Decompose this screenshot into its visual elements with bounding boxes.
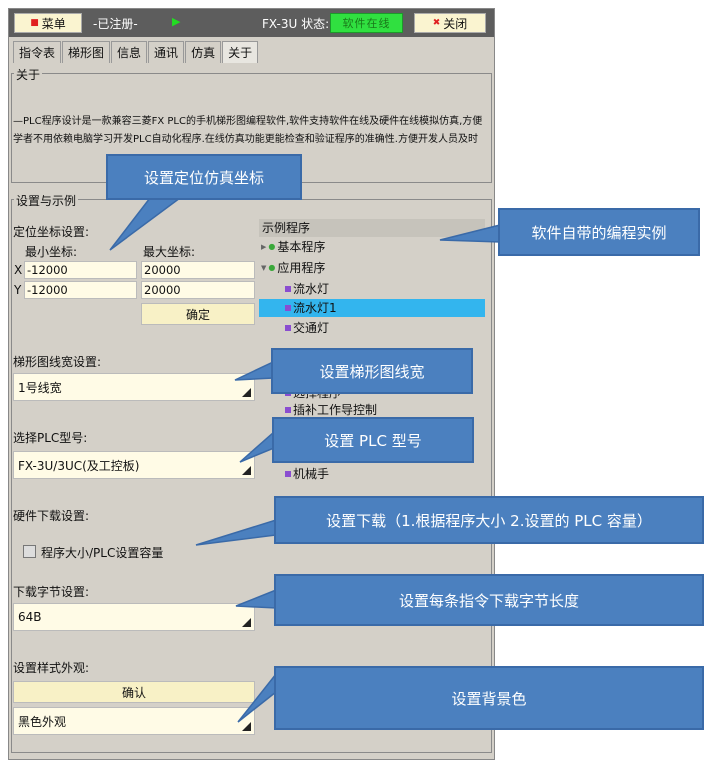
callout-download: 设置下载（1.根据程序大小 2.设置的 PLC 容量）	[274, 496, 704, 544]
callout-coord: 设置定位仿真坐标	[106, 154, 302, 200]
about-text: —PLC程序设计是一款兼容三菱FX PLC的手机梯形图编程软件,软件支持软件在线…	[13, 116, 483, 145]
dropdown-arrow-icon	[242, 722, 251, 731]
y-max-input[interactable]: 20000	[141, 281, 255, 299]
x-max-input[interactable]: 20000	[141, 261, 255, 279]
tree-item-label: 流水灯1	[293, 301, 337, 315]
style-title: 设置样式外观:	[13, 661, 90, 675]
x-min-input[interactable]: -12000	[24, 261, 137, 279]
coord-confirm-button[interactable]: 确定	[141, 303, 255, 325]
tab-ladder[interactable]: 梯形图	[62, 41, 111, 63]
callout-plc-model: 设置 PLC 型号	[272, 417, 474, 463]
y-label: Y	[14, 283, 22, 297]
tree-item-label: 插补工作导控制	[293, 403, 378, 417]
callout-examples-text: 软件自带的编程实例	[531, 223, 667, 242]
tree-item-flowing-light[interactable]: 流水灯	[285, 280, 329, 298]
download-bytes-value: 64B	[18, 610, 42, 624]
registration-status: -已注册-	[93, 17, 138, 31]
menu-icon: ■	[30, 18, 39, 28]
callout-line-width: 设置梯形图线宽	[271, 348, 473, 394]
file-icon	[285, 471, 291, 477]
style-confirm-button[interactable]: 确认	[13, 681, 255, 703]
settings-title: 设置与示例	[14, 192, 79, 209]
tree-item-label: 应用程序	[277, 261, 326, 275]
callout-background: 设置背景色	[274, 666, 704, 730]
leaf-icon: ●	[268, 242, 276, 251]
tab-bar: 指令表 梯形图 信息 通讯 仿真 关于	[13, 41, 259, 63]
leaf-icon: ●	[268, 263, 276, 272]
tab-about[interactable]: 关于	[222, 41, 259, 63]
expand-icon: ▶	[261, 243, 267, 251]
dropdown-arrow-icon	[242, 618, 251, 627]
download-bytes-select[interactable]: 64B	[13, 603, 255, 631]
about-title: 关于	[14, 66, 43, 83]
tree-item-application[interactable]: ▼● 应用程序	[261, 259, 325, 277]
tree-item-label: 流水灯	[293, 282, 330, 296]
close-button[interactable]: ✖ 关闭	[414, 13, 486, 33]
close-button-label: 关闭	[443, 16, 468, 31]
x-label: X	[14, 263, 23, 277]
y-min-input[interactable]: -12000	[24, 281, 137, 299]
menu-button-label: 菜单	[41, 16, 66, 31]
status-label: FX-3U 状态:	[262, 17, 330, 31]
tab-info[interactable]: 信息	[111, 41, 148, 63]
tab-instructions[interactable]: 指令表	[13, 41, 62, 63]
tree-item-label: 基本程序	[277, 240, 326, 254]
dropdown-arrow-icon	[242, 388, 251, 397]
top-toolbar: ■ 菜单 -已注册- ▶ FX-3U 状态: 软件在线 ✖ 关闭	[9, 9, 494, 37]
tree-item-basic[interactable]: ▶● 基本程序	[261, 238, 325, 256]
callout-coord-text: 设置定位仿真坐标	[143, 168, 264, 187]
callout-background-text: 设置背景色	[451, 689, 527, 708]
file-icon	[285, 325, 291, 331]
plc-model-value: FX-3U/3UC(及工控板)	[18, 458, 140, 473]
status-badge: 软件在线	[330, 13, 403, 33]
callout-examples: 软件自带的编程实例	[498, 208, 700, 256]
plc-model-title: 选择PLC型号:	[13, 431, 88, 445]
close-icon: ✖	[432, 18, 441, 28]
tree-item-label: 交通灯	[293, 321, 330, 335]
file-icon	[285, 286, 291, 292]
callout-bytes: 设置每条指令下载字节长度	[274, 574, 704, 626]
play-icon[interactable]: ▶	[172, 15, 181, 28]
plc-model-select[interactable]: FX-3U/3UC(及工控板)	[13, 451, 255, 479]
line-width-select[interactable]: 1号线宽	[13, 373, 255, 401]
line-width-value: 1号线宽	[18, 380, 62, 395]
program-size-label: 程序大小/PLC设置容量	[41, 546, 164, 560]
collapse-icon: ▼	[261, 264, 267, 272]
file-icon	[285, 305, 291, 311]
tree-item-flowing-light-1[interactable]: 流水灯1	[259, 299, 485, 317]
line-width-title: 梯形图线宽设置:	[13, 355, 102, 369]
tree-item-label: 机械手	[293, 467, 330, 481]
tree-item-interpolation[interactable]: 插补工作导控制	[285, 401, 377, 419]
download-bytes-title: 下载字节设置:	[13, 585, 90, 599]
style-value: 黑色外观	[18, 714, 67, 729]
callout-line-width-text: 设置梯形图线宽	[319, 362, 425, 381]
file-icon	[285, 407, 291, 413]
tab-comm[interactable]: 通讯	[148, 41, 185, 63]
tab-simulation[interactable]: 仿真	[185, 41, 222, 63]
callout-bytes-text: 设置每条指令下载字节长度	[398, 591, 579, 610]
tree-item-traffic-light[interactable]: 交通灯	[285, 319, 329, 337]
max-coord-label: 最大坐标:	[143, 245, 196, 259]
menu-button[interactable]: ■ 菜单	[14, 13, 82, 33]
callout-plc-model-text: 设置 PLC 型号	[324, 431, 422, 450]
example-tree-header: 示例程序	[259, 219, 485, 237]
program-size-checkbox[interactable]	[23, 545, 36, 558]
tree-item-manipulator[interactable]: 机械手	[285, 465, 329, 483]
callout-download-text: 设置下载（1.根据程序大小 2.设置的 PLC 容量）	[326, 511, 652, 530]
style-select[interactable]: 黑色外观	[13, 707, 255, 735]
dropdown-arrow-icon	[242, 466, 251, 475]
coord-title: 定位坐标设置:	[13, 225, 90, 239]
min-coord-label: 最小坐标:	[25, 245, 78, 259]
hw-download-title: 硬件下载设置:	[13, 509, 90, 523]
